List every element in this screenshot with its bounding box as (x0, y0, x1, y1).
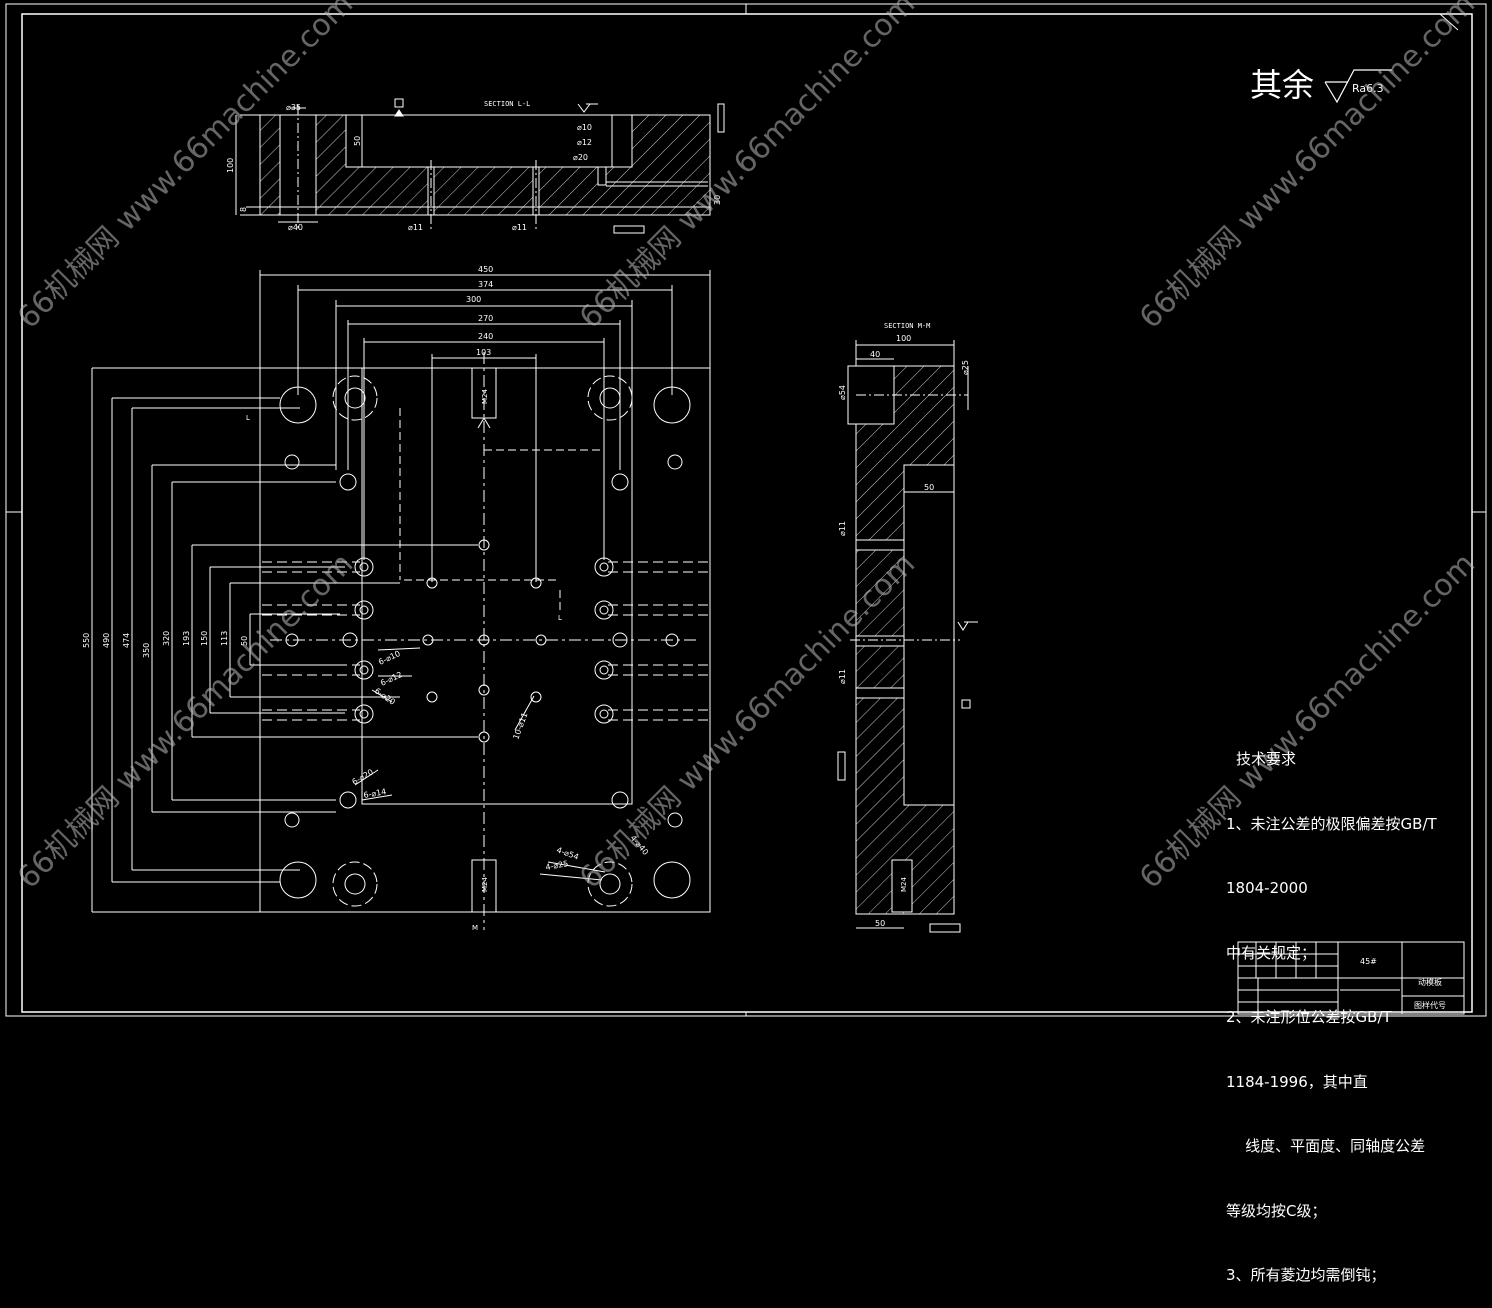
section-mark-m: M (472, 924, 478, 932)
dim-d25: ⌀25 (961, 360, 970, 375)
cooling-channels (262, 561, 708, 721)
svg-text:66机械网 www.66machine.com: 66机械网 www.66machine.com (1133, 0, 1482, 336)
dim-300: 300 (466, 295, 481, 304)
tech-line: 3、所有菱边均需倒钝； (1226, 1266, 1386, 1284)
dim-d11b: ⌀11 (512, 223, 527, 232)
dim-550: 550 (82, 633, 91, 648)
section-l-l: SECTION L-L ⌀35 100 50 8 ⌀40 ⌀11 ⌀11 ⌀ (226, 98, 725, 234)
material-label: 45# (1360, 957, 1377, 966)
callout-6-d14: 6-⌀14 (363, 787, 387, 800)
dim-h30: 30 (713, 195, 722, 205)
plan-view: 450 374 300 270 240 103 550 490 474 350 … (82, 265, 711, 932)
drawing-no-label: 图样代号 (1414, 1000, 1446, 1010)
dim-490: 490 (102, 633, 111, 648)
roughness-prefix: 其余 (1250, 66, 1315, 104)
dim-d11b: ⌀11 (838, 669, 847, 684)
dim-450: 450 (478, 265, 493, 274)
thread-m24-side: M24 (900, 877, 908, 892)
tech-line: 1184-1996，其中直 (1226, 1072, 1368, 1091)
callout-6-d10: 6-⌀10 (377, 649, 402, 667)
tech-line: 等级均按C级； (1226, 1201, 1327, 1220)
dim-d54: ⌀54 (838, 385, 847, 400)
dim-193: 193 (182, 631, 191, 646)
callout-10-d11: 10-⌀11 (511, 711, 529, 740)
dim-h50: 50 (353, 136, 362, 146)
technical-requirements: 技术要求 1、未注公差的极限偏差按GB/T 1804-2000 中有关规定； 2… (1226, 706, 1476, 1308)
svg-text:66机械网 www.66machine.com: 66机械网 www.66machine.com (11, 546, 360, 895)
part-name-label: 动模板 (1418, 977, 1442, 987)
dim-w50: 50 (924, 483, 934, 492)
dim-270: 270 (478, 314, 493, 323)
tech-line: 线度、平面度、同轴度公差 (1226, 1137, 1426, 1155)
dim-w50b: 50 (875, 919, 885, 928)
dim-d40: ⌀40 (288, 223, 303, 232)
dim-d12: ⌀12 (577, 138, 592, 147)
dim-w40: 40 (870, 350, 880, 359)
section-m-m: SECTION M-M 100 40 ⌀54 ⌀25 50 ⌀11 ⌀11 50… (837, 322, 978, 933)
dim-d11a: ⌀11 (408, 223, 423, 232)
dim-150: 150 (200, 631, 209, 646)
cad-drawing: SECTION L-L ⌀35 100 50 8 ⌀40 ⌀11 ⌀11 ⌀ (5, 0, 1487, 1017)
dim-474: 474 (122, 633, 131, 648)
thread-m24-bottom: M24 (481, 877, 489, 892)
section-mark-l: L (246, 414, 250, 422)
tech-requirements-title: 技术要求 (1236, 750, 1297, 768)
callout-6-d20b: 6-⌀20 (351, 767, 375, 786)
dim-374: 374 (478, 280, 493, 289)
dim-350: 350 (142, 643, 151, 658)
tech-line: 1804-2000 (1226, 879, 1308, 897)
dim-113: 113 (220, 631, 229, 646)
section-mark-l2: L (558, 614, 562, 622)
tech-line: 1、未注公差的极限偏差按GB/T (1226, 814, 1437, 833)
dim-h8: 8 (239, 207, 248, 212)
dim-d20: ⌀20 (573, 153, 588, 162)
roughness-value: Ra6.3 (1352, 82, 1384, 95)
roughness-symbol-icon (1324, 69, 1392, 104)
dim-d35: ⌀35 (286, 103, 301, 112)
dim-103: 103 (476, 348, 491, 357)
dim-h100: 100 (226, 158, 235, 173)
section-m-title: SECTION M-M (884, 322, 930, 330)
tech-line: 中有关规定； (1226, 943, 1317, 962)
dim-50: 50 (240, 636, 249, 646)
callout-6-d12: 6-⌀12 (379, 670, 404, 688)
dim-320: 320 (162, 631, 171, 646)
tech-line: 2、未注形位公差按GB/T (1226, 1008, 1392, 1026)
section-l-title: SECTION L-L (484, 100, 530, 108)
callout-4-d54: 4-⌀54 (555, 845, 580, 861)
dim-w100: 100 (896, 334, 911, 343)
title-block: 45# 动模板 图样代号 (1237, 941, 1465, 1015)
dim-d11a: ⌀11 (838, 521, 847, 536)
callout-4-d25: 4-⌀25 (545, 859, 569, 872)
dim-240: 240 (478, 332, 493, 341)
drawing-frame (5, 3, 1487, 1017)
thread-m24-top: M24 (481, 389, 489, 404)
dim-d10: ⌀10 (577, 123, 592, 132)
